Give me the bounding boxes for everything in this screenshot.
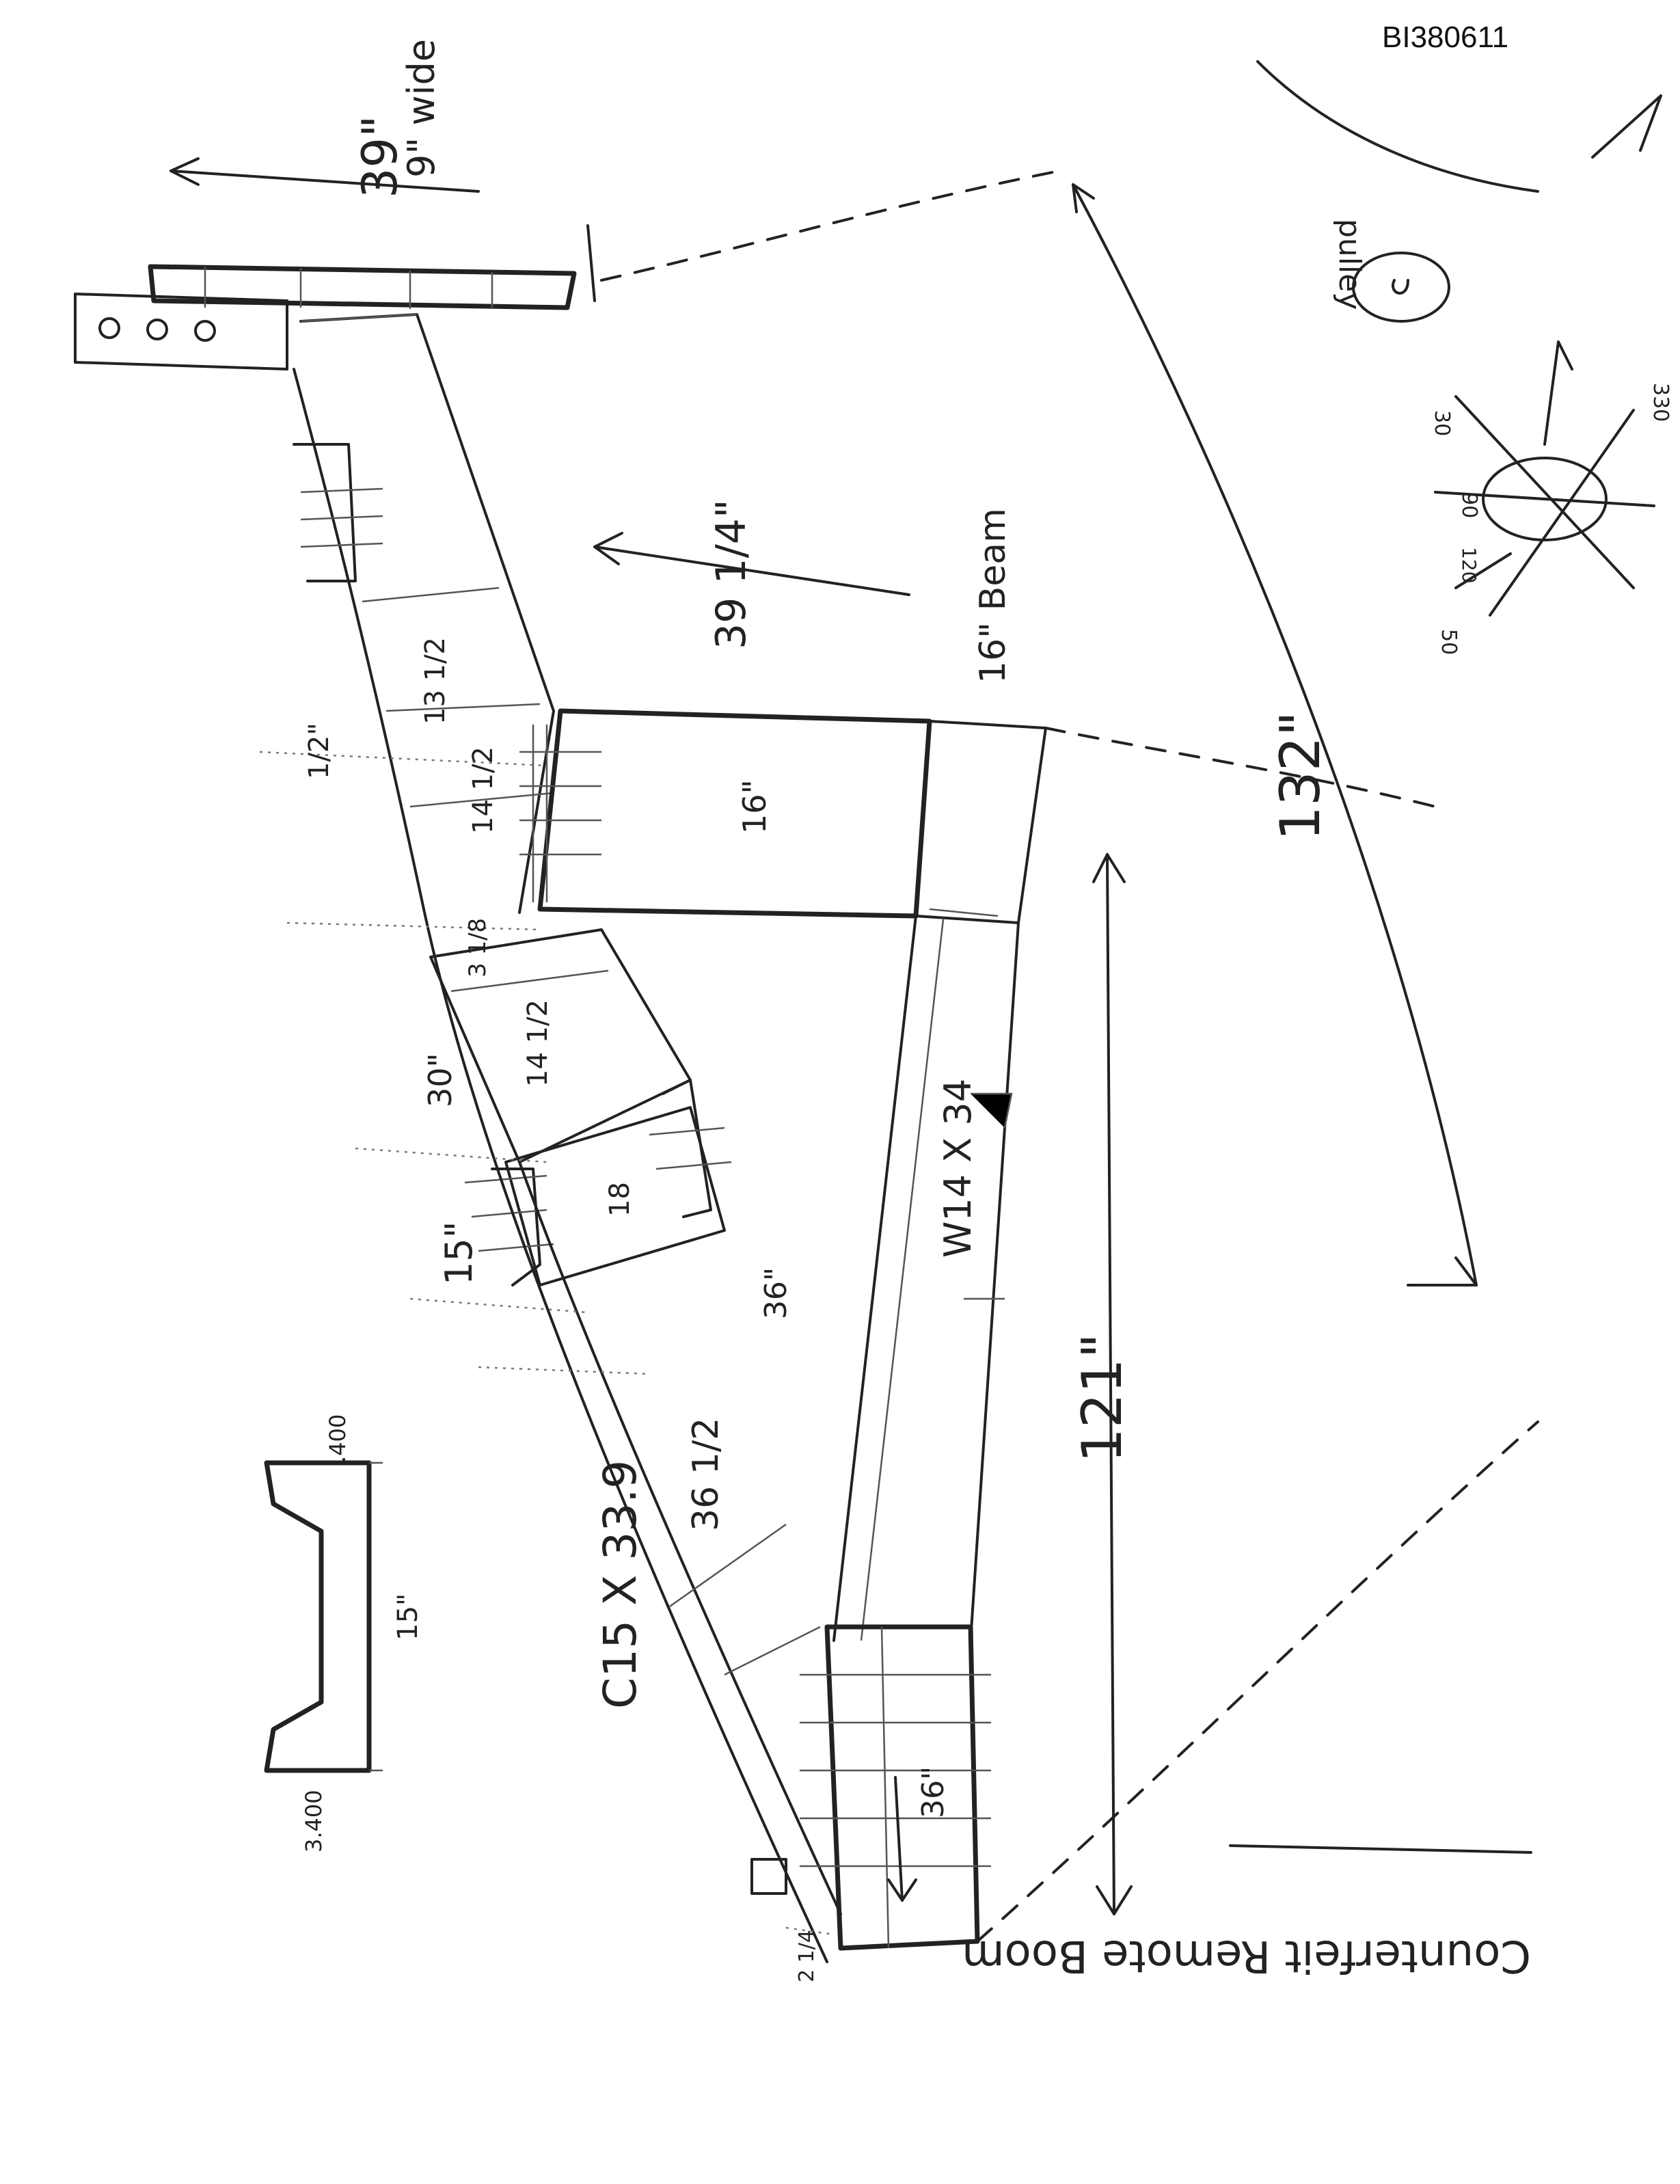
dim-39-1-4-label: 39 1/4" (707, 499, 755, 649)
angle-30-label: 30 (1430, 410, 1454, 436)
angle-120-label: 120 (1458, 547, 1480, 583)
drawing-title: Counterfeit Remote Boom (962, 1930, 1531, 1981)
middle-boom-section (429, 928, 732, 1286)
flange-left (491, 1168, 541, 1286)
flange-right (662, 1079, 712, 1218)
dim-18-label: 18 (604, 1182, 636, 1217)
channel-bracket (293, 443, 357, 582)
dim-132-label: 132" (1269, 712, 1332, 841)
angle-50-label: 50 (1437, 629, 1461, 655)
w14x34-label: W14 X 34 (936, 1079, 979, 1258)
dim-half-label: 1/2" (303, 723, 335, 779)
dim-16-label: 16" (736, 779, 773, 834)
outer-chord-c15 (422, 908, 842, 1963)
dim-arrow (894, 1776, 904, 1902)
c15x33-9-label: C15 X 33.9 (594, 1460, 647, 1709)
dim-15-label: 15" (437, 1221, 480, 1285)
beam-16-label: 16" Beam (973, 508, 1014, 684)
bolt-hole-icon (146, 319, 168, 340)
dim-arrow (593, 545, 910, 596)
dim-9-wide-label: 9" wide (400, 39, 443, 178)
dim-36-label: 36" (759, 1267, 794, 1319)
pulley-label: pulley (1332, 219, 1367, 310)
arrow-icon (1591, 94, 1662, 159)
pulley-icon (1352, 252, 1450, 323)
channel-profile (264, 1460, 383, 1773)
dim-36-b-label: 36" (916, 1766, 951, 1818)
bolt-hole-icon (194, 320, 216, 342)
dim-arrow (170, 170, 480, 193)
dim-3-1-8-label: 3 1/8 (464, 918, 491, 978)
profile-15-label: 15" (392, 1593, 424, 1641)
profile-400-label: .400 (325, 1414, 351, 1463)
dim-13-1-2-label: 13 1/2 (420, 637, 451, 725)
dim-36-1-2-label: 36 1/2 (686, 1418, 727, 1531)
dim-14-1-2-label: 14 1/2 (468, 746, 499, 834)
dim-14-1-2-b-label: 14 1/2 (522, 999, 554, 1087)
dim-30-label: 30" (422, 1053, 459, 1107)
document-id: BI380611 (1382, 21, 1509, 54)
top-mount-plate (74, 224, 596, 370)
dim-2-1-4-label: 2 1/4 (795, 1930, 819, 1982)
lower-member-w14 (832, 908, 1020, 1642)
central-beam (519, 708, 1047, 924)
bolt-hole-icon (98, 317, 120, 339)
dim-39-label: 39" (352, 116, 408, 198)
bottom-end-bracket (750, 1624, 991, 1951)
angle-90-label: 90 (1457, 492, 1481, 518)
title-underline (1229, 1844, 1532, 1854)
profile-3-400-label: 3.400 (301, 1790, 327, 1852)
angle-330-label: 330 (1649, 383, 1672, 422)
dim-arrow (1106, 853, 1115, 1915)
ref-line (600, 170, 1061, 282)
upper-boom-section (293, 313, 555, 914)
ref-line (976, 1420, 1539, 1943)
angle-compass (1434, 340, 1655, 617)
labels: 39" 9" wide pulley 39 1/4" 16" Beam 132"… (301, 39, 1672, 1982)
dim-121-label: 121" (1070, 1334, 1134, 1464)
ref-line (1044, 727, 1437, 808)
dim-arrow (1072, 183, 1478, 1286)
